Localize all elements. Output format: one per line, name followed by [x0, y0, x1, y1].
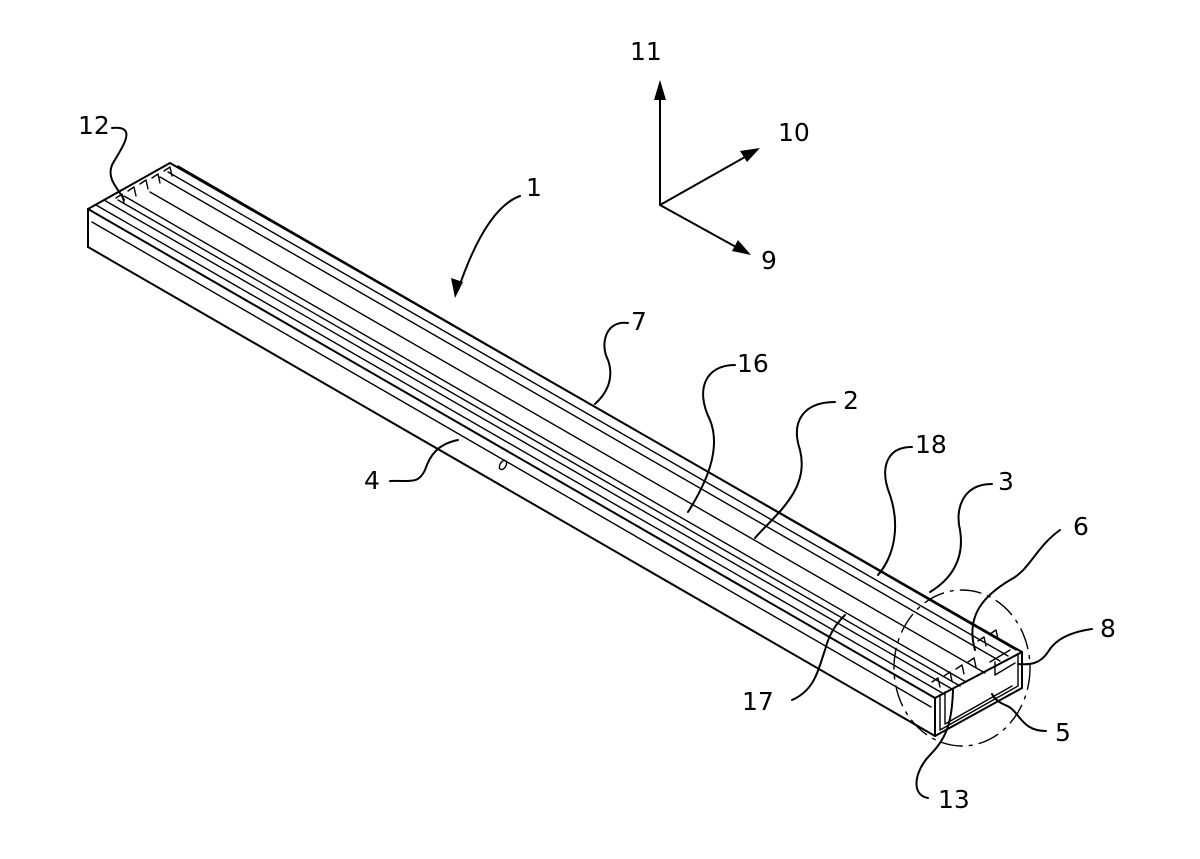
far-tooth-row [116, 167, 172, 203]
label-3: 3 [998, 467, 1014, 496]
label-8: 8 [1100, 614, 1116, 643]
label-11: 11 [630, 37, 662, 66]
leader-16 [688, 365, 735, 512]
label-17: 17 [742, 687, 774, 716]
axis-9-line [660, 205, 736, 247]
axis-9-arrowhead [732, 240, 751, 255]
label-18: 18 [915, 430, 947, 459]
coordinate-axes [654, 80, 760, 255]
label-9: 9 [761, 246, 777, 275]
label-1: 1 [526, 173, 542, 202]
label-6: 6 [1073, 512, 1089, 541]
front-wall-rail-3 [118, 200, 960, 686]
end-tooth-row [932, 630, 998, 687]
label-10: 10 [778, 118, 810, 147]
end-face-inner-outline [940, 655, 1018, 730]
front-wall-rail-1 [96, 205, 944, 694]
leader-7 [595, 323, 628, 404]
back-wall-rail-2 [160, 177, 1000, 661]
label-12: 12 [78, 111, 110, 140]
leader-18 [878, 447, 912, 575]
label-4: 4 [364, 466, 380, 495]
base-channel-line [150, 192, 985, 673]
leader-1 [458, 196, 520, 290]
label-2: 2 [843, 386, 859, 415]
reference-numerals: 11 10 9 12 1 7 16 2 18 3 6 8 5 13 17 4 [78, 37, 1116, 814]
axis-10-line [660, 157, 745, 205]
profile-front-bottom-edge [88, 247, 935, 736]
profile-body [88, 163, 1030, 746]
label-7: 7 [631, 307, 647, 336]
side-hole [498, 459, 508, 471]
axis-11-arrowhead [654, 80, 666, 100]
profile-front-chamfer-line [92, 222, 931, 707]
back-wall-rail-3 [178, 166, 1016, 650]
label-13: 13 [938, 785, 970, 814]
leader-3 [930, 484, 992, 592]
profile-front-top-edge [88, 209, 935, 698]
end-face-inner-lip [945, 686, 1012, 724]
axis-10-arrowhead [740, 148, 760, 162]
front-wall-rail-2 [104, 200, 952, 689]
back-wall-rail-1 [168, 172, 1008, 656]
label-16: 16 [737, 349, 769, 378]
leader-4 [390, 440, 458, 481]
label-5: 5 [1055, 718, 1071, 747]
front-wall-rail-4 [124, 196, 966, 682]
